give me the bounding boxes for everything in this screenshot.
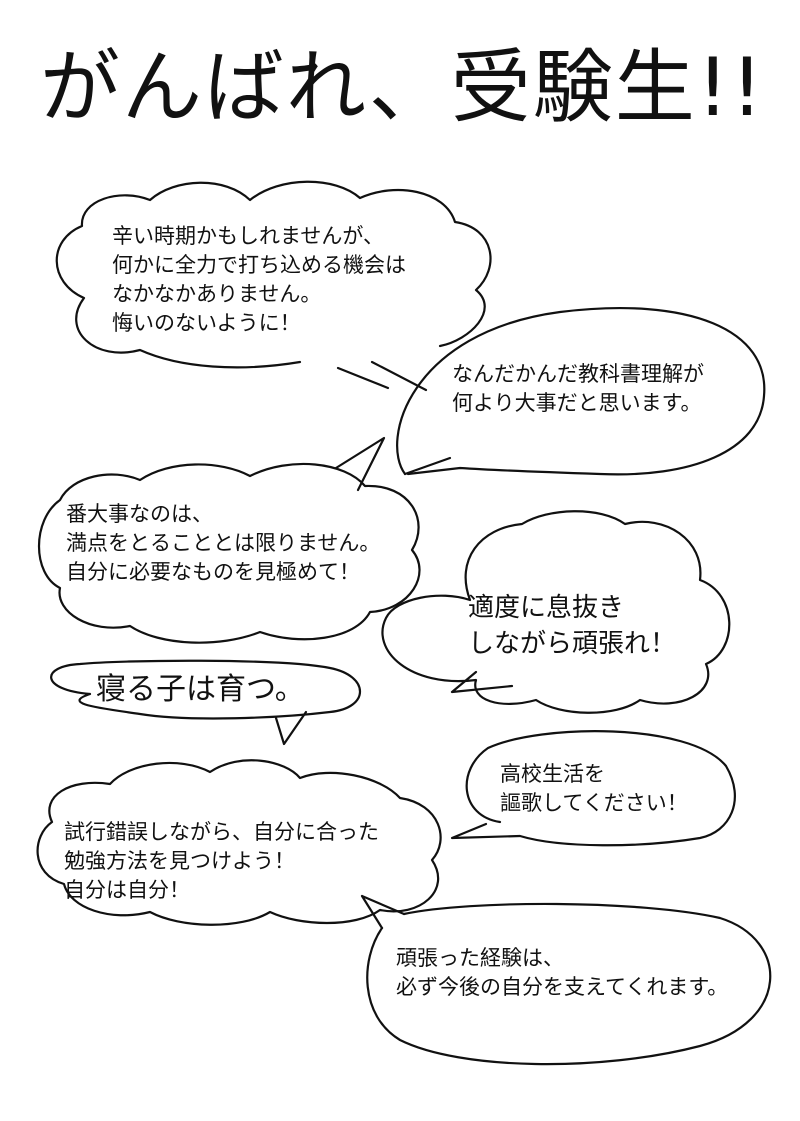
- bubble-2-text: なんだかんだ教科書理解が 何より大事だと思います。: [452, 362, 704, 415]
- bubble-4-text: 適度に息抜き しながら頑張れ！: [468, 593, 677, 659]
- cloud-bubble-4: [381, 510, 731, 714]
- bubble-8-text: 頑張った経験は、 必ず今後の自分を支えてくれます。: [396, 946, 729, 999]
- bubble-5-text: 寝る子は育つ。: [96, 672, 305, 707]
- speech-bubble-8-tail: [360, 894, 406, 930]
- ellipse-bubble-5: [50, 659, 361, 720]
- cloud-bubble-3: [38, 462, 421, 644]
- cloud-bubble-1: [55, 180, 492, 369]
- ellipse-bubble-5-tail: [274, 710, 308, 746]
- speech-bubble-2: [396, 307, 766, 476]
- bubble-7-text: 試行錯誤しながら、自分に合った 勉強方法を見つけよう！ 自分は自分！: [64, 820, 379, 902]
- bubble-6-text: 高校生活を 謳歌してください！: [500, 762, 688, 815]
- cloud-bubble-1-tail: [336, 360, 428, 392]
- speech-bubble-8: [366, 902, 772, 1066]
- bubble-1-text: 辛い時期かもしれませんが、 何かに全力で打ち込める機会は なかなかありません。 …: [112, 224, 406, 335]
- cloud-bubble-4-tail: [450, 670, 514, 694]
- bubble-3-text: 番大事なのは、 満点をとることとは限りません。 自分に必要なものを見極めて！: [66, 502, 381, 584]
- page-title: がんばれ、受験生!!: [40, 41, 765, 134]
- speech-bubble-3-tail: [334, 436, 386, 492]
- cloud-bubble-7: [36, 759, 442, 926]
- speech-bubble-6: [450, 730, 736, 847]
- speech-bubble-2-tail-top: [403, 456, 452, 476]
